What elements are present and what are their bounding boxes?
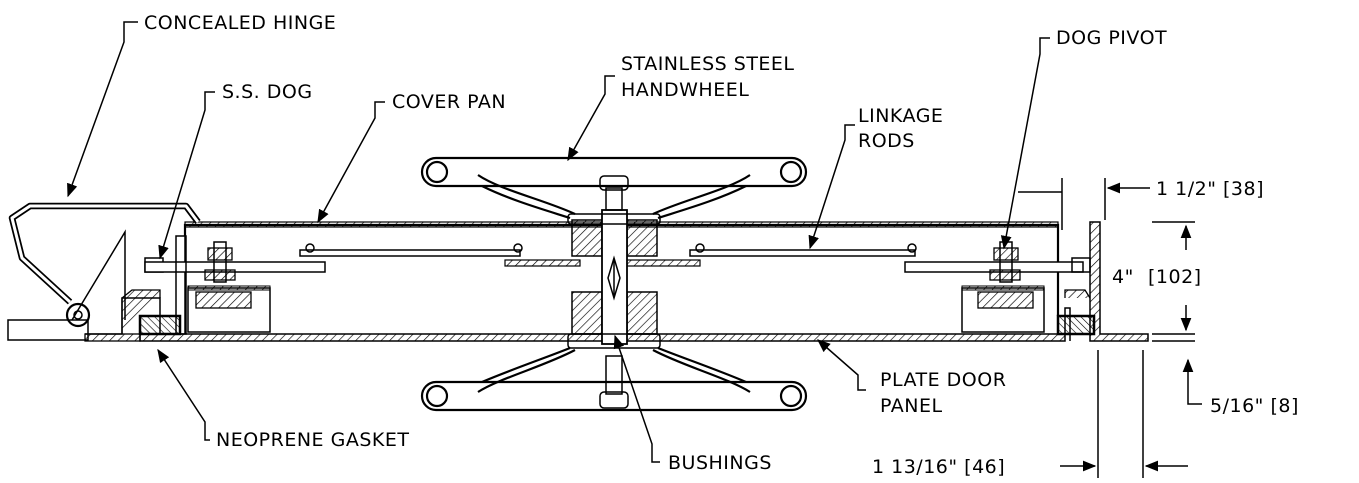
label-plate-line2: PANEL [880, 395, 943, 417]
leader-lines [67, 21, 1050, 463]
dimension-lines [1018, 178, 1202, 478]
concealed-hinge [7, 202, 201, 341]
label-bushings: BUSHINGS [668, 452, 772, 474]
label-dog-pivot: DOG PIVOT [1056, 27, 1167, 49]
label-handwheel-line2: HANDWHEEL [621, 79, 749, 101]
label-cover-pan: COVER PAN [392, 91, 506, 113]
dim-thickness: 5/16" [8] [1210, 395, 1299, 417]
dog-mechanism-left [144, 235, 326, 335]
label-neoprene-gasket: NEOPRENE GASKET [216, 429, 409, 451]
neoprene-gasket [138, 314, 1096, 336]
label-ss-dog: S.S. DOG [222, 81, 313, 103]
label-linkage-line2: RODS [858, 130, 915, 152]
label-concealed-hinge: CONCEALED HINGE [144, 12, 336, 34]
dim-frame-width: 1 13/16" [46] [872, 456, 1005, 478]
linkage-rods [299, 243, 917, 267]
frame-right [1064, 221, 1149, 342]
label-linkage-line1: LINKAGE [858, 105, 943, 127]
label-handwheel-line1: STAINLESS STEEL [621, 53, 795, 75]
handwheel-top [420, 156, 808, 220]
handwheel-bottom [420, 346, 808, 412]
center-hub [567, 209, 661, 349]
label-plate-line1: PLATE DOOR [880, 369, 1006, 391]
dim-flange-width: 1 1/2" [38] [1156, 178, 1264, 200]
dim-depth: 4" [1112, 266, 1134, 288]
dim-depth-metric: [102] [1148, 266, 1202, 288]
